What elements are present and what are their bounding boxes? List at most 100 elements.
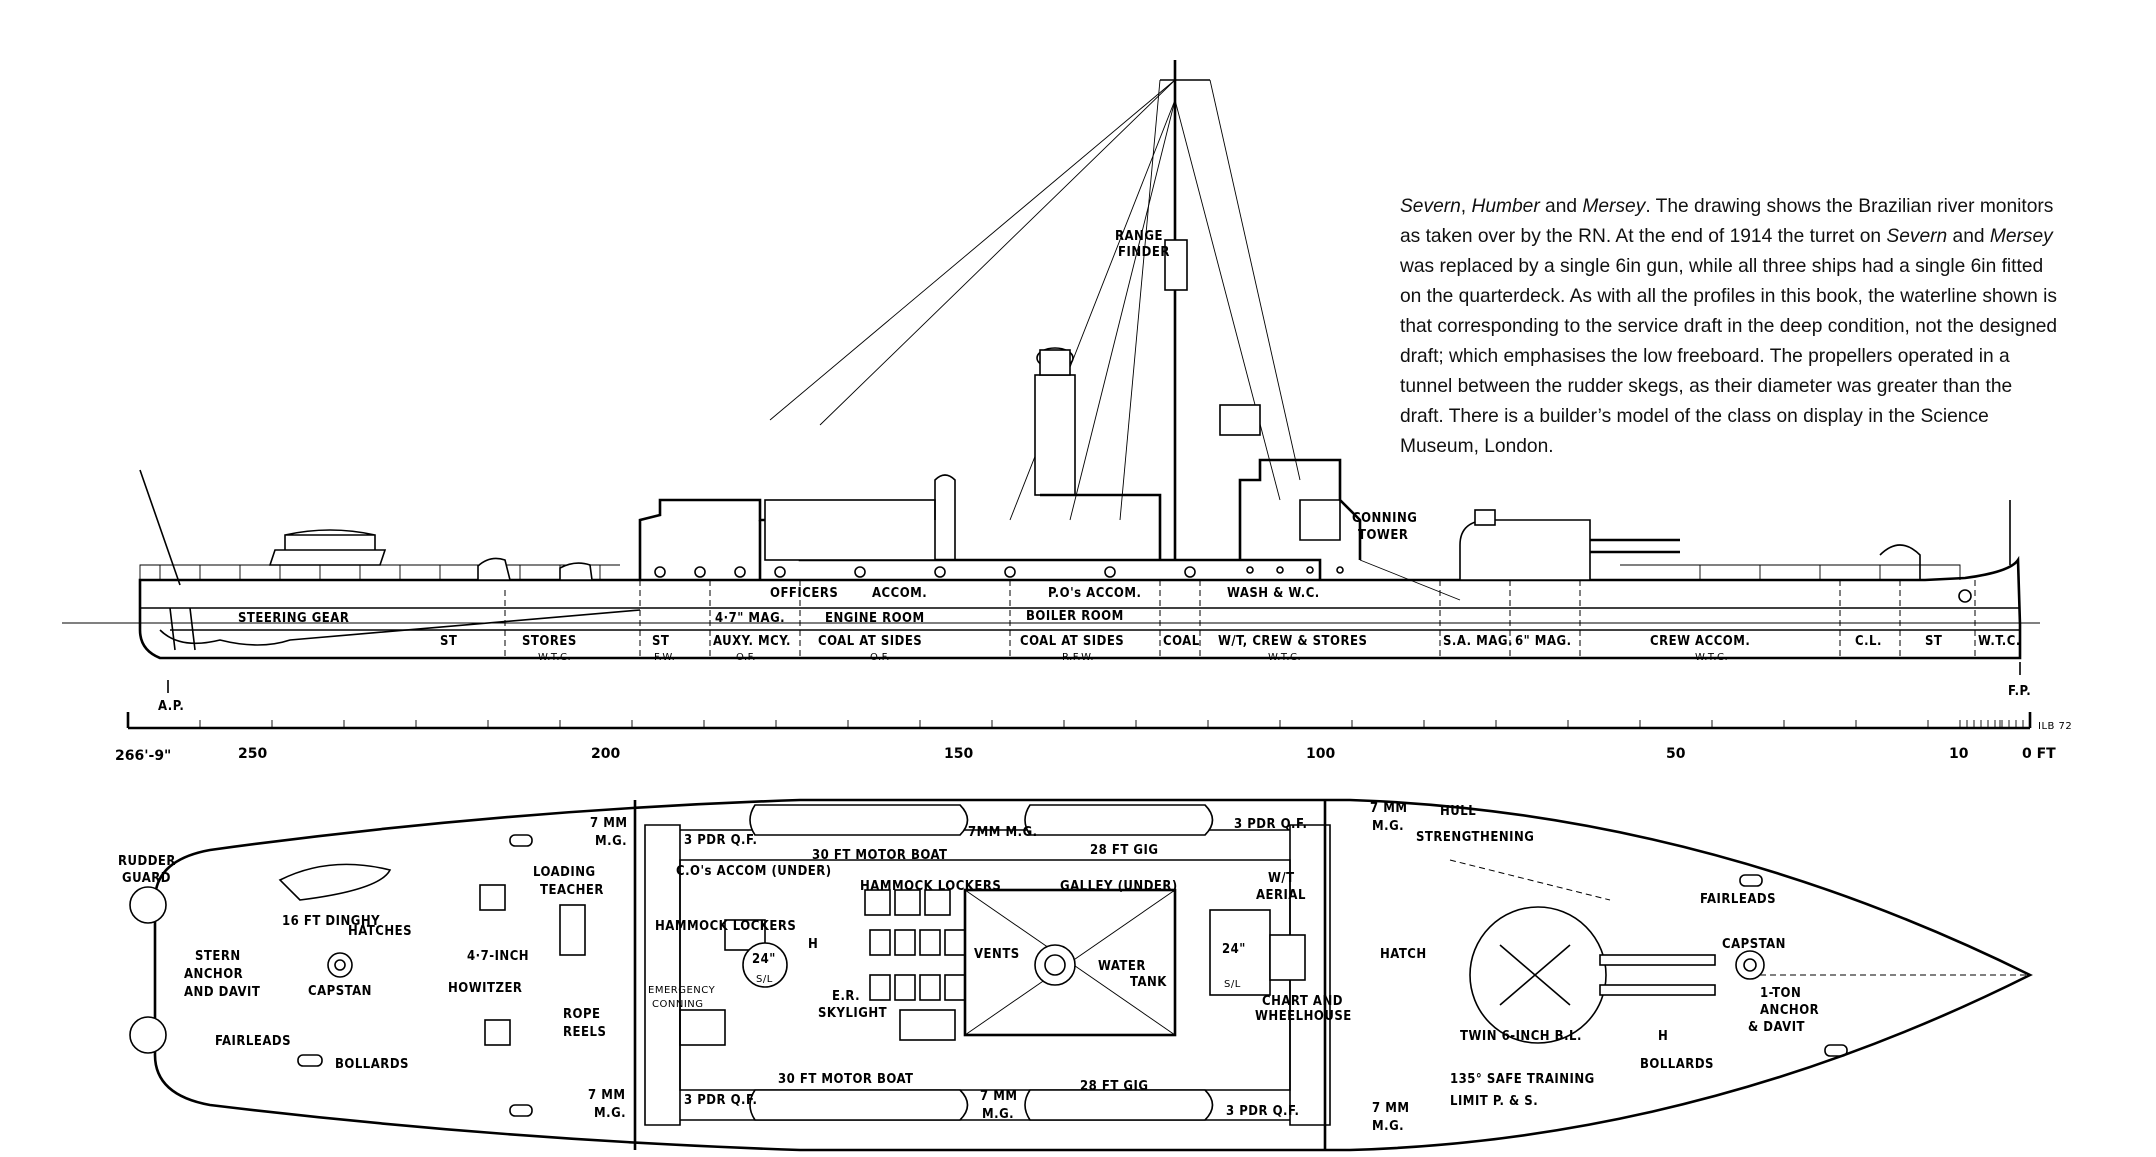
gig-port [1024, 804, 1214, 836]
fairleads-fwd-label: FAIRLEADS [1700, 892, 1776, 907]
capstan-aft-hub [334, 959, 346, 971]
aft-boat-chock-port [644, 824, 681, 1126]
mag-47-label: 4·7" MAG. [715, 611, 785, 626]
plan-view: RUDDER GUARD 16 FT DINGHY STERN ANCHOR A… [118, 798, 2033, 1152]
motor-boat-label: 30 FT MOTOR BOAT [778, 1072, 914, 1087]
hull-outline [138, 555, 2022, 660]
porthole [734, 566, 746, 578]
dinghy-plan [278, 863, 392, 901]
porthole [1336, 566, 1344, 574]
wash-wc-label: WASH & W.C. [1227, 586, 1320, 601]
hold-sub: W.T.C. [1268, 652, 1301, 663]
mast-stay-4 [1209, 79, 1301, 481]
hammock-lockers-label: HAMMOCK LOCKERS [655, 919, 796, 934]
locker [869, 974, 891, 1001]
bollards-aft-label: BOLLARDS [335, 1057, 409, 1072]
emergency-label-2: CONNING [652, 999, 704, 1010]
howitzer-plan [479, 884, 586, 1046]
turret-cross [1499, 944, 1571, 1006]
mg-label-b: M.G. [595, 834, 627, 849]
loading-teacher-label-1: LOADING [533, 865, 596, 880]
qf-label: 3 PDR Q.F. [1226, 1104, 1299, 1119]
locker [724, 919, 766, 951]
stern-anchor-label-3: AND DAVIT [184, 985, 260, 1000]
locker [894, 974, 916, 1001]
bollards [297, 834, 1848, 1117]
scale-label: 0 FT [2022, 746, 2056, 762]
porthole [1306, 566, 1314, 574]
qf-label: 3 PDR Q.F. [684, 833, 757, 848]
engine-house [1040, 493, 1162, 560]
funnel-inner [1044, 954, 1066, 976]
porthole [1276, 566, 1284, 574]
howitzer-label-2: HOWITZER [448, 981, 522, 996]
cos-accom-label: C.O's ACCOM (UNDER) [676, 864, 832, 879]
howitzer-label-1: 4·7-INCH [467, 949, 529, 964]
wt-aerial-label-1: W/T [1268, 871, 1295, 886]
motor-boat-port [749, 804, 969, 836]
anchor-fwd-label-1: 1-TON [1760, 986, 1801, 1001]
derrick-boom-2 [819, 79, 1176, 426]
conning-tower-label-2: TOWER [1358, 528, 1408, 543]
accom-label: ACCOM. [872, 586, 927, 601]
porthole [1246, 566, 1254, 574]
bollard [509, 834, 533, 847]
aft-rail [139, 564, 620, 580]
gig-stbd [1024, 1089, 1214, 1121]
gun-barrel-plan-2 [1599, 984, 1716, 996]
locker [894, 929, 916, 956]
mg-label-a: 7 MM [588, 1088, 626, 1103]
scale-label: 266'-9" [115, 748, 171, 764]
ship-name: Mersey [1582, 196, 1646, 217]
anchor-fwd-label-3: & DAVIT [1748, 1020, 1805, 1035]
hammock-locker-grid [679, 889, 966, 1046]
motor-boat-profile [764, 499, 936, 561]
caption-text: and [1947, 226, 1990, 247]
capstan-fwd [1735, 950, 1765, 980]
funnel [1034, 374, 1076, 496]
rope-reels-label-2: REELS [563, 1025, 606, 1040]
bollard [1739, 874, 1763, 887]
rope-reels-label-1: ROPE [563, 1007, 601, 1022]
scale-code: ILB 72 [2038, 721, 2072, 732]
scale-label: 150 [944, 746, 973, 762]
rudder-guard-label-2: GUARD [122, 871, 171, 886]
gig-label: 28 FT GIG [1080, 1079, 1148, 1094]
h-label: H [1658, 1029, 1668, 1044]
hold-sub: W.T.C. [1695, 652, 1728, 663]
porthole [774, 566, 786, 578]
stern-anchor-label-1: STERN [195, 949, 241, 964]
er-skylight [963, 888, 1177, 1037]
mg-label-a: 7 MM [980, 1089, 1018, 1104]
safe-training-label-2: LIMIT P. & S. [1450, 1094, 1538, 1109]
hold-label: S.A. MAG. [1443, 634, 1513, 649]
porthole [1104, 566, 1116, 578]
h-label: H [808, 937, 818, 952]
range-finder-top [1164, 239, 1188, 291]
locker [944, 974, 966, 1001]
porthole [1184, 566, 1196, 578]
hold-label: COAL AT SIDES [818, 634, 922, 649]
mg-label-b: M.G. [1372, 1119, 1404, 1134]
stern-flagstaff [139, 469, 181, 586]
porthole [1004, 566, 1016, 578]
funnel-plan [1034, 944, 1076, 986]
fore-rail [1620, 564, 1961, 580]
profile-view: RANGE FINDER CONNING TOWER OFFICERS ACCO… [62, 60, 2040, 714]
hold-label: CREW ACCOM. [1650, 634, 1750, 649]
bridge-structure [1238, 458, 1362, 560]
caption-text: was replaced by a single 6in gun, while … [1400, 256, 2058, 457]
mg-label-b: M.G. [982, 1107, 1014, 1122]
locker [864, 889, 891, 916]
locker [899, 1009, 956, 1041]
howitzer-mount [484, 1019, 511, 1046]
searchlight-aft-label: 24" [752, 952, 776, 967]
hatch-label: HATCH [1380, 947, 1427, 962]
fore-anchor-davit [1879, 544, 1921, 580]
loading-teacher [559, 904, 586, 956]
locker [919, 929, 941, 956]
bollards-fwd-label: BOLLARDS [1640, 1057, 1714, 1072]
mg-label-a: 7 MM [1372, 1101, 1410, 1116]
scale-bar: 266'-9" 250 200 150 100 50 10 0 FT ILB 7… [115, 712, 2072, 764]
hold-label: 6" MAG. [1515, 634, 1572, 649]
